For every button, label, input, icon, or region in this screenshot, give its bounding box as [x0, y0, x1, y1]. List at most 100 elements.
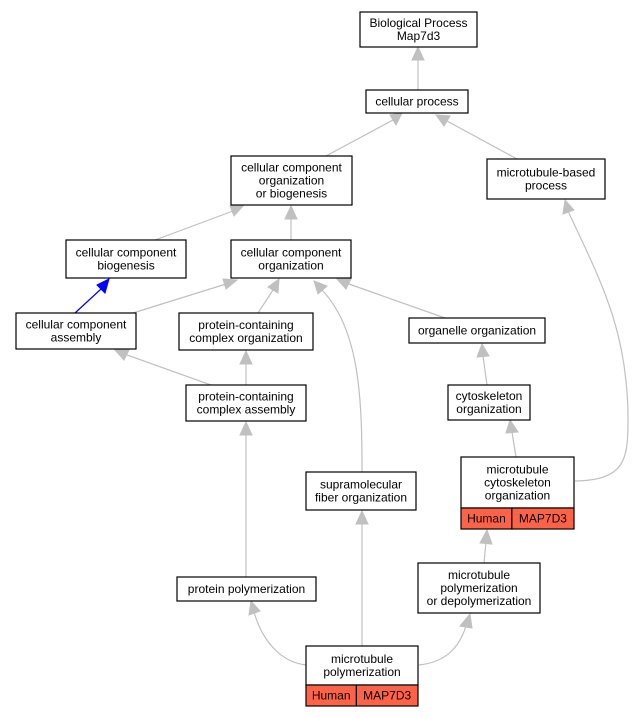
node-label-line: organization — [456, 402, 521, 416]
edge-organelle-org-to-cc-organization — [348, 283, 446, 319]
node-label-line: organization — [258, 259, 323, 273]
node-label-line: microtubule — [331, 652, 393, 666]
gene-label: MAP7D3 — [519, 512, 567, 526]
edge-mt-cytoskeleton-to-cytoskeleton-arrowhead — [505, 418, 519, 434]
node-label-line: fiber organization — [315, 491, 407, 505]
node-label-line: cellular component — [76, 246, 177, 260]
node-label-line: microtubule — [486, 463, 548, 477]
edge-mt-polymerization-to-mt-poly-depoly — [418, 625, 467, 666]
edge-pc-organization-to-cc-organization — [257, 289, 274, 314]
node-label-line: microtubule-based — [497, 166, 596, 180]
node-label-line: assembly — [51, 331, 102, 345]
node-protein-polymerization[interactable]: protein polymerization — [176, 576, 317, 602]
node-label-line: biogenesis — [97, 259, 154, 273]
node-label-line: complex organization — [189, 331, 302, 345]
edge-mt-polymerization-to-supramolecular-arrowhead — [355, 509, 369, 525]
node-label-line: polymerization — [323, 665, 400, 679]
node-label-line: or biogenesis — [256, 187, 327, 201]
node-label-line: cytoskeleton — [484, 476, 551, 490]
node-label-line: organization — [259, 174, 324, 188]
edge-pc-assembly-to-pc-organization-arrowhead — [239, 349, 253, 365]
node-box — [176, 576, 317, 602]
edge-cytoskeleton-to-organelle — [482, 355, 488, 386]
node-label-line: Map7d3 — [397, 29, 441, 43]
node-microtubule-cytoskeleton-organization[interactable]: microtubulecytoskeletonorganizationHuman… — [460, 456, 575, 530]
node-box — [417, 562, 541, 614]
node-box — [460, 456, 575, 509]
node-box — [15, 312, 137, 350]
node-box — [305, 471, 417, 511]
species-label: Human — [467, 512, 506, 526]
node-label-line: cellular component — [241, 161, 342, 175]
edge-mt-poly-depoly-to-mt-cytoskeleton — [483, 541, 487, 564]
edge-mt-polymerization-to-mt-poly-depoly-arrowhead — [459, 612, 473, 629]
node-label-line: organelle organization — [418, 324, 536, 338]
edge-supramolecular-to-cc-organization-arrowhead — [313, 280, 328, 295]
edge-mt-based-to-cellular-process — [446, 120, 518, 160]
node-box — [230, 239, 352, 279]
edge-mt-cytoskeleton-to-mt-based-arrowhead — [562, 198, 575, 215]
node-label-line: microtubule — [448, 568, 510, 582]
edge-mt-cytoskeleton-to-cytoskeleton — [511, 431, 517, 458]
edge-cc-biogenesis-to-ccob-arrowhead — [229, 205, 245, 217]
gene-cell — [355, 684, 419, 707]
node-box — [359, 11, 478, 48]
node-label-line: supramolecular — [320, 478, 402, 492]
edge-organelle-org-to-cc-organization-arrowhead — [335, 278, 352, 290]
edge-cellular-process-to-root-arrowhead — [411, 45, 425, 61]
gene-cell — [511, 507, 575, 530]
edge-cc-assembly-to-cc-biogenesis-arrowhead — [96, 278, 110, 294]
edges-layer — [74, 45, 629, 666]
edge-pc-assembly-to-cc-assembly — [126, 354, 212, 386]
node-label-line: process — [525, 179, 567, 193]
edge-cc-biogenesis-to-ccob — [154, 210, 234, 241]
edge-ccob-to-cellular-process — [325, 119, 394, 157]
node-box — [365, 89, 469, 114]
edge-cytoskeleton-to-organelle-arrowhead — [476, 342, 490, 358]
node-label-line: protein-containing — [198, 318, 293, 332]
node-box — [305, 645, 419, 686]
edge-ccob-to-cellular-process-arrowhead — [389, 112, 403, 127]
edge-cc-assembly-to-cc-organization-arrowhead — [222, 278, 239, 290]
edge-supramolecular-to-cc-organization — [321, 289, 363, 473]
node-box — [230, 155, 353, 206]
node-label-line: Biological Process — [369, 16, 467, 30]
node-cellular-process[interactable]: cellular process — [365, 89, 469, 114]
edge-pc-organization-to-cc-organization-arrowhead — [267, 277, 280, 294]
species-label: Human — [312, 689, 351, 703]
edge-mt-based-to-cellular-process-arrowhead — [434, 114, 451, 127]
node-label-line: protein-containing — [198, 390, 293, 404]
node-box — [185, 384, 307, 422]
node-organelle-organization[interactable]: organelle organization — [408, 317, 546, 344]
node-label-line: cytoskeleton — [456, 389, 523, 403]
edge-cc-assembly-to-cc-organization — [132, 283, 227, 314]
node-label-line: organization — [485, 489, 550, 503]
node-label-line: polymerization — [440, 581, 517, 595]
edge-mt-poly-depoly-to-mt-cytoskeleton-arrowhead — [479, 528, 493, 545]
node-label-line: protein polymerization — [188, 582, 305, 596]
node-label-line: cellular process — [375, 95, 458, 109]
edge-cc-assembly-to-cc-biogenesis — [74, 288, 102, 314]
edge-cc-organization-to-ccob-arrowhead — [284, 204, 298, 220]
node-label-line: complex assembly — [197, 403, 296, 417]
edge-mt-polymerization-to-protein-polymerization-arrowhead — [248, 599, 261, 616]
edge-pc-assembly-to-cc-assembly-arrowhead — [113, 349, 130, 361]
edge-protein-polymerization-to-pc-assembly-arrowhead — [239, 420, 253, 436]
node-label-line: or depolymerization — [427, 594, 532, 608]
node-box — [486, 158, 606, 200]
node-label-line: cellular component — [26, 318, 127, 332]
